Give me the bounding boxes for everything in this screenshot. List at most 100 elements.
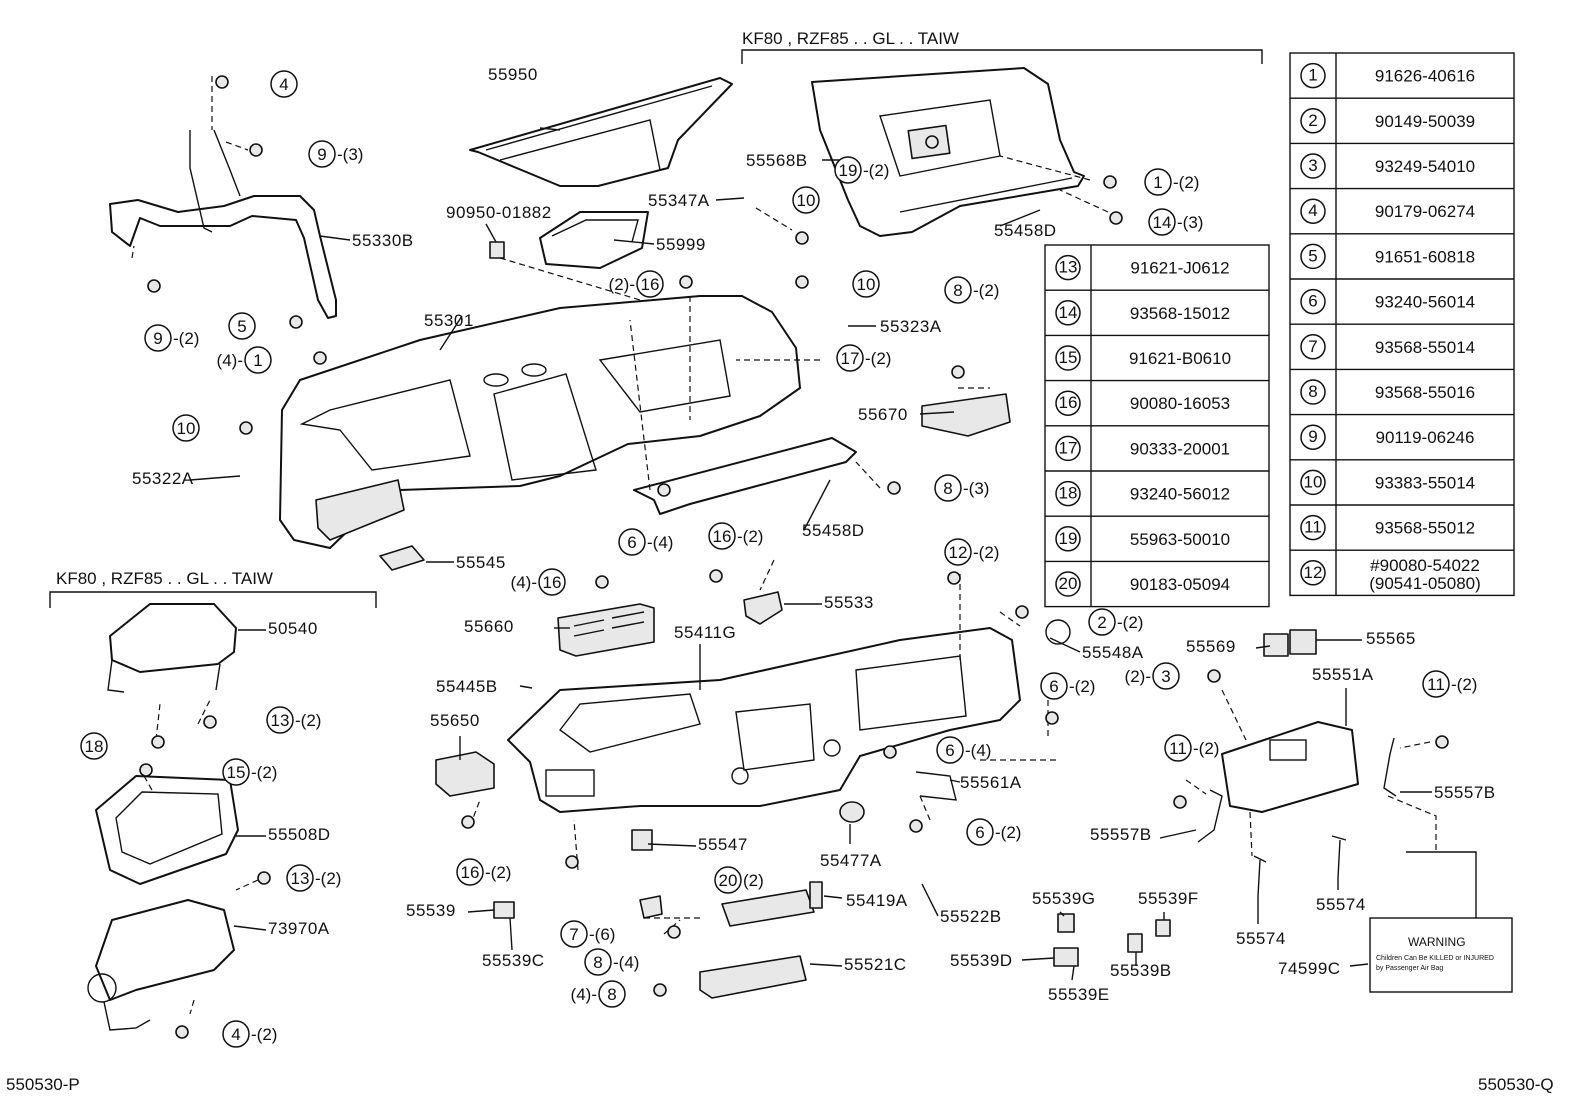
- part-number-label: 55545: [456, 553, 506, 572]
- callout-number: 6: [1049, 677, 1058, 696]
- callout-circle: [1148, 208, 1176, 236]
- upper-right-lower-trim: [899, 177, 1073, 213]
- clip-55539b-illustration: [1127, 933, 1143, 953]
- top-cover-detail: [485, 85, 713, 171]
- callout-circle: [456, 858, 484, 886]
- callout-circle: [836, 344, 864, 372]
- fastener-icon: [1435, 735, 1449, 749]
- top-note-bracket: [741, 49, 1263, 64]
- airbag-module-inflator: [87, 973, 117, 1003]
- airbag-frame-inner: [115, 791, 223, 865]
- callout-number: 1: [1153, 173, 1162, 192]
- legend-number-circle: [1300, 424, 1326, 450]
- legend-number: 8: [1308, 382, 1317, 401]
- callout-quantity: (2)-: [1125, 667, 1151, 686]
- callout-circle: [1040, 672, 1068, 700]
- lower-panel-glovebox-opening: [855, 655, 967, 731]
- main-panel-hole-2: [521, 363, 547, 377]
- legend-part-code: 93568-15012: [1130, 304, 1230, 323]
- fastener-icon: [461, 815, 475, 829]
- leader-line: [809, 963, 843, 967]
- lower-panel-knob-2: [823, 739, 841, 757]
- legend-number: 20: [1059, 574, 1078, 593]
- hinge-right-illustration: [1383, 737, 1397, 797]
- leader-line: [1049, 637, 1081, 653]
- legend-number: 17: [1059, 438, 1078, 457]
- callout-circle: [222, 758, 250, 786]
- legend-number: 4: [1308, 201, 1317, 220]
- part-number-label: 55574: [1316, 895, 1366, 914]
- callout-number: 9: [317, 145, 326, 164]
- legend-part-code: 55963-50010: [1130, 530, 1230, 549]
- warning-label-pointer: [1406, 851, 1477, 918]
- callout-quantity: -(2): [251, 763, 277, 782]
- legend-part-code-alt: (90541-05080): [1369, 574, 1481, 593]
- fastener-icon: [795, 275, 809, 289]
- main-panel-cluster-opening: [299, 379, 471, 471]
- lower-panel-illustration: [507, 627, 1021, 813]
- fastener-icon: [709, 569, 723, 583]
- callout-quantity: (2): [743, 871, 764, 890]
- callout-circle: [228, 312, 256, 340]
- bulb-55419a-illustration: [809, 881, 823, 909]
- callout-circle: [834, 156, 862, 184]
- part-number-label: 55330B: [352, 231, 414, 250]
- fastener-icon: [313, 351, 327, 365]
- callout-number: 8: [607, 985, 616, 1004]
- callout-quantity: -(2): [295, 711, 321, 730]
- part-number-label: 55322A: [132, 469, 194, 488]
- switch-illustration: [743, 591, 783, 625]
- callout-number: 15: [227, 763, 246, 782]
- callout-number: 6: [975, 823, 984, 842]
- warning-label-title: WARNING: [1408, 935, 1466, 949]
- legend-number-circle: [1300, 243, 1326, 270]
- part-number-label: 55539F: [1138, 889, 1199, 908]
- bracket-upright: [189, 129, 241, 233]
- legend-part-code: 93568-55012: [1375, 519, 1475, 538]
- part-number-label: 55539G: [1032, 889, 1096, 908]
- legend-number-circle: [1300, 379, 1326, 405]
- center-register-vanes: [573, 611, 645, 637]
- legend-number: 7: [1308, 337, 1317, 356]
- glovebox-door-illustration: [1221, 721, 1359, 813]
- legend-number-circle: [1055, 300, 1081, 326]
- lower-panel-switches: [545, 769, 595, 797]
- callout-quantity: -(4): [965, 741, 991, 760]
- legend-number-circle: [1055, 526, 1081, 552]
- leader-line: [921, 883, 939, 917]
- left-vent-illustration: [435, 751, 495, 797]
- legend-part-code: 93249-54010: [1375, 157, 1475, 176]
- main-panel-right-opening: [598, 339, 731, 413]
- leader-line: [439, 315, 463, 351]
- legend-number-circle: [1055, 571, 1081, 597]
- part-number-label: 55347A: [648, 191, 710, 210]
- fastener-icon: [1103, 175, 1117, 189]
- callout-number: 10: [857, 275, 876, 294]
- callout-circle: [266, 706, 294, 734]
- part-number-label: 90950-01882: [446, 203, 552, 222]
- top-variant-note: KF80 , RZF85 . . GL . . TAIW: [742, 29, 959, 48]
- callouts: 49-(3)9-(2)51(4)-101016(2)-1017-(2)19-(2…: [80, 70, 1477, 1048]
- callout-number: 19: [839, 161, 858, 180]
- part-number-label: 55411G: [674, 623, 736, 642]
- part-number-label: 73970A: [268, 919, 330, 938]
- grommet-illustration: [1045, 619, 1071, 645]
- legend-number: 19: [1059, 529, 1078, 548]
- part-number-label: 55522B: [940, 907, 1002, 926]
- callout-number: 11: [1169, 739, 1187, 758]
- callout-quantity: -(3): [963, 479, 989, 498]
- leader-line: [519, 685, 533, 689]
- part-number-label: 55508D: [268, 825, 331, 844]
- legend-number-circle: [1300, 198, 1326, 224]
- warning-label-body-2: by Passenger Air Bag: [1376, 965, 1443, 972]
- callout-circle: [934, 474, 962, 502]
- callout-number: 17: [841, 349, 860, 368]
- part-number-label: 55568B: [746, 151, 808, 170]
- part-number-label: 55539E: [1048, 985, 1110, 1004]
- fastener-icon: [1015, 605, 1029, 619]
- callout-number: 14: [1153, 213, 1172, 232]
- fastener-icon: [951, 365, 965, 379]
- pocket-illustration: [379, 545, 425, 571]
- fastener-icon: [249, 143, 263, 157]
- part-number-label: 74599C: [1278, 959, 1341, 978]
